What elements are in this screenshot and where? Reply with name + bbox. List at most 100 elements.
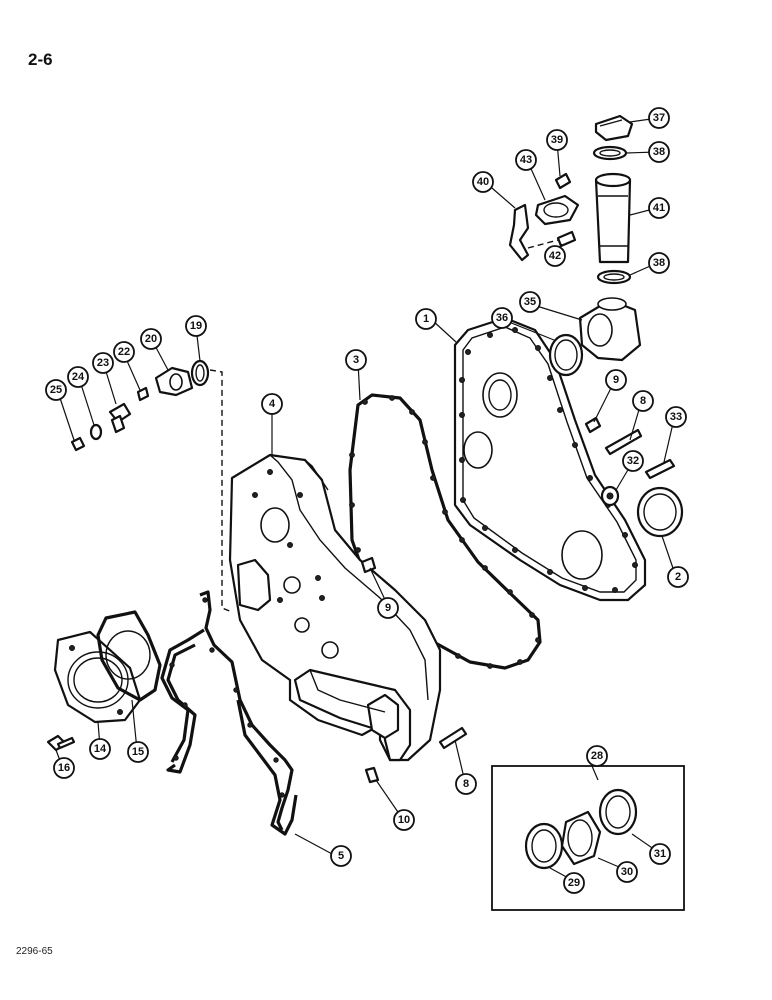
svg-text:19: 19 [190, 320, 202, 332]
callout-36: 36 [491, 307, 513, 329]
svg-text:15: 15 [132, 746, 144, 758]
callout-8-lower: 8 [455, 773, 477, 795]
svg-text:5: 5 [338, 850, 344, 862]
access-cover-part-14 [53, 630, 142, 724]
svg-text:14: 14 [94, 743, 107, 755]
figure-code: 2296-65 [16, 946, 53, 957]
seal-part-29 [524, 822, 564, 870]
svg-text:2: 2 [675, 571, 681, 583]
callout-5: 5 [330, 845, 352, 867]
svg-text:29: 29 [568, 877, 580, 889]
callout-1: 1 [415, 308, 437, 330]
svg-text:36: 36 [496, 312, 508, 324]
svg-text:32: 32 [627, 455, 639, 467]
bracket-part-40 [508, 203, 530, 262]
svg-text:42: 42 [549, 250, 561, 262]
callout-32: 32 [622, 450, 644, 472]
svg-text:38: 38 [653, 257, 665, 269]
o-ring-part-38-lower [596, 269, 632, 285]
housing-gasket-part-5 [160, 590, 298, 836]
callout-40: 40 [472, 171, 494, 193]
svg-text:20: 20 [145, 333, 157, 345]
callout-29: 29 [563, 872, 585, 894]
callout-24: 24 [67, 366, 89, 388]
page-number: 2-6 [28, 50, 53, 69]
dowel-part-10 [364, 766, 380, 784]
o-ring-part-38-upper [592, 145, 628, 161]
cap-part-37 [594, 114, 634, 142]
callout-10: 10 [393, 809, 415, 831]
fitting-part-23 [108, 402, 132, 434]
svg-text:38: 38 [653, 146, 665, 158]
nut-part-32 [600, 485, 620, 507]
callout-9-lower: 9 [377, 597, 399, 619]
callout-33: 33 [665, 406, 687, 428]
elbow-housing-part-35 [578, 297, 642, 362]
screw-part-9-upper [584, 416, 602, 434]
fill-tube-part-41 [594, 172, 632, 264]
callout-25: 25 [45, 379, 67, 401]
bolt-part-8-lower [438, 726, 468, 750]
dashed-alignment-line [209, 369, 233, 613]
bolt-part-8-upper [604, 428, 643, 456]
callout-43: 43 [515, 149, 537, 171]
callout-23: 23 [92, 352, 114, 374]
callout-3: 3 [345, 349, 367, 371]
callout-35: 35 [519, 291, 541, 313]
callout-15: 15 [127, 741, 149, 763]
callout-30: 30 [616, 861, 638, 883]
svg-text:1: 1 [423, 313, 429, 325]
svg-text:22: 22 [118, 346, 130, 358]
gear-housing-part-4 [228, 453, 442, 762]
svg-text:28: 28 [591, 750, 603, 762]
callout-8-upper: 8 [632, 390, 654, 412]
svg-text:30: 30 [621, 866, 633, 878]
svg-text:25: 25 [50, 384, 62, 396]
washer-part-24 [89, 423, 103, 441]
cap-screw-part-16 [46, 734, 76, 752]
svg-text:23: 23 [97, 357, 109, 369]
svg-text:37: 37 [653, 112, 665, 124]
svg-text:33: 33 [670, 411, 682, 423]
svg-text:8: 8 [640, 395, 646, 407]
nut-part-25 [70, 436, 86, 452]
callout-38-lower: 38 [648, 252, 670, 274]
access-cover-gasket-part-15 [96, 610, 162, 702]
svg-text:43: 43 [520, 154, 532, 166]
seal-part-36 [548, 333, 584, 377]
callout-37: 37 [648, 107, 670, 129]
svg-text:10: 10 [398, 814, 410, 826]
callout-20: 20 [140, 328, 162, 350]
front-cover-part-1 [453, 316, 647, 602]
callout-42: 42 [544, 245, 566, 267]
flange-part-20 [154, 366, 194, 397]
svg-text:8: 8 [463, 778, 469, 790]
callout-14: 14 [89, 738, 111, 760]
clamp-part-43 [534, 194, 580, 226]
sleeve-part-30 [560, 810, 602, 866]
callout-19: 19 [185, 315, 207, 337]
svg-text:40: 40 [477, 176, 489, 188]
svg-text:41: 41 [653, 202, 665, 214]
svg-text:39: 39 [551, 134, 563, 146]
seal-part-2 [636, 486, 684, 538]
callout-2: 2 [667, 566, 689, 588]
svg-text:35: 35 [524, 296, 536, 308]
screw-part-39 [554, 172, 572, 190]
callout-31: 31 [649, 843, 671, 865]
callout-28: 28 [586, 745, 608, 767]
seal-kit-box-part-28 [491, 765, 685, 911]
bolt-part-42 [527, 230, 577, 249]
callout-41: 41 [648, 197, 670, 219]
screw-part-9-lower [360, 556, 377, 574]
svg-text:9: 9 [385, 602, 391, 614]
seal-part-31 [598, 788, 638, 836]
callout-22: 22 [113, 341, 135, 363]
callout-38-upper: 38 [648, 141, 670, 163]
svg-text:24: 24 [72, 371, 85, 383]
screw-part-22 [136, 386, 150, 402]
svg-text:9: 9 [613, 374, 619, 386]
svg-text:16: 16 [58, 762, 70, 774]
callout-39: 39 [546, 129, 568, 151]
callout-4: 4 [261, 393, 283, 415]
